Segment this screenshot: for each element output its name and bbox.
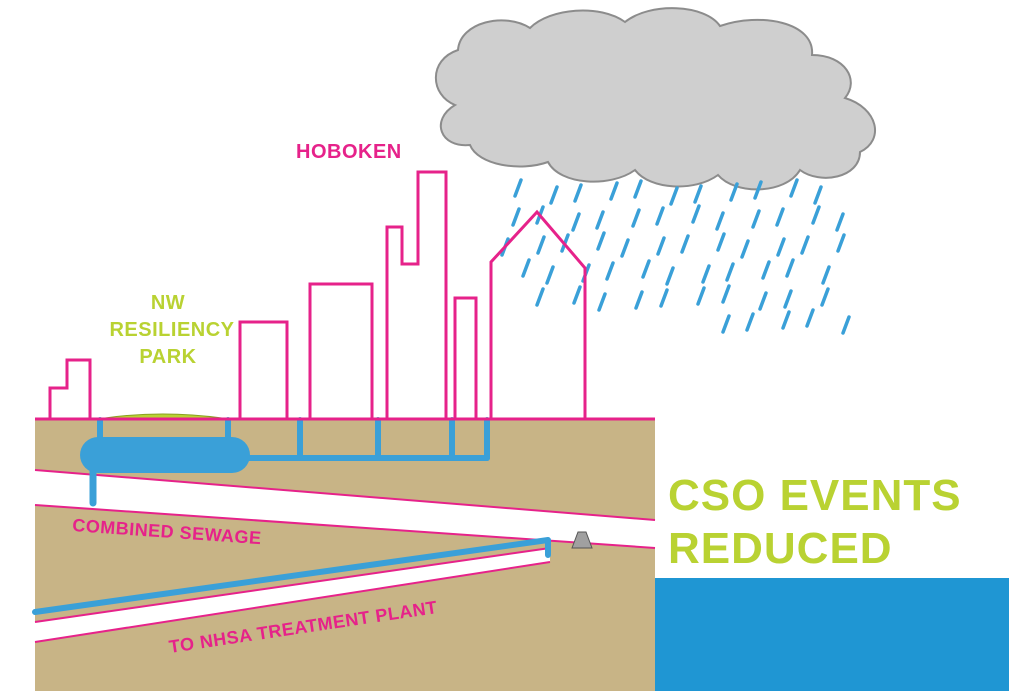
result-label-line-1: CSO EVENTS — [668, 471, 962, 520]
hoboken-skyline — [35, 170, 655, 421]
rain-drop — [775, 207, 785, 227]
rain-drop — [841, 315, 851, 335]
rain-drop — [836, 233, 846, 253]
rain-drop — [751, 209, 761, 229]
rain-drop — [573, 183, 583, 203]
rain-drop — [753, 180, 763, 200]
rain-drop — [655, 206, 665, 226]
rain-drop — [571, 212, 581, 232]
rain-drop — [680, 234, 690, 254]
rain-drop — [656, 236, 666, 256]
rain-drop — [715, 211, 725, 231]
rain-drop — [721, 284, 731, 304]
rain-drop — [634, 290, 644, 310]
rain-drop — [665, 266, 675, 286]
rain-drop — [758, 291, 768, 311]
rain-drop — [785, 258, 795, 278]
rain-drop — [835, 212, 845, 232]
rain-drop — [761, 260, 771, 280]
rain-drop — [535, 287, 545, 307]
rain-drop — [800, 235, 810, 255]
rain-drop — [729, 182, 739, 202]
park-label-line-3: PARK — [139, 346, 196, 368]
river-water — [655, 578, 1009, 691]
rain-drop — [659, 288, 669, 308]
rain-drop — [596, 231, 606, 251]
result-label-line-2: REDUCED — [668, 524, 893, 573]
sewage-channel-outlines — [34, 469, 656, 643]
rain-drop — [716, 232, 726, 252]
storage-pipes — [32, 417, 551, 615]
rain-drop — [631, 208, 641, 228]
rain-drop — [820, 287, 830, 307]
rain-drop — [521, 258, 531, 278]
park-label-line-2: RESILIENCY — [109, 319, 234, 341]
rain-drop — [813, 185, 823, 205]
rain-drop — [821, 265, 831, 285]
rain-drop — [511, 207, 521, 227]
city-label: HOBOKEN — [296, 141, 402, 163]
rain-drops — [500, 178, 851, 335]
rain-drop — [725, 262, 735, 282]
rain-drop — [633, 179, 643, 199]
rain-drop — [669, 186, 679, 206]
rain-drop — [701, 264, 711, 284]
rain-drop — [549, 185, 559, 205]
rain-drop — [597, 292, 607, 312]
rain-drop — [811, 205, 821, 225]
rain-drop — [781, 310, 791, 330]
rain-drop — [595, 210, 605, 230]
rain-drop — [609, 181, 619, 201]
park-surface — [104, 413, 223, 419]
rain-drop — [641, 259, 651, 279]
rain-drop — [789, 178, 799, 198]
rain-drop — [693, 184, 703, 204]
rain-drop — [740, 239, 750, 259]
park-label-line-1: NW — [151, 292, 185, 314]
rain-drop — [805, 308, 815, 328]
rain-cloud — [434, 7, 877, 191]
rain-drop — [605, 261, 615, 281]
rain-drop — [745, 312, 755, 332]
rain-drop — [572, 285, 582, 305]
rain-drop — [776, 237, 786, 257]
rain-drop — [545, 265, 555, 285]
rain-drop — [696, 286, 706, 306]
rain-drop — [620, 238, 630, 258]
rain-drop — [783, 289, 793, 309]
rain-drop — [513, 178, 523, 198]
outfall-regulator — [571, 531, 593, 549]
rain-drop — [721, 314, 731, 334]
rain-drop — [691, 204, 701, 224]
rain-drop — [536, 235, 546, 255]
